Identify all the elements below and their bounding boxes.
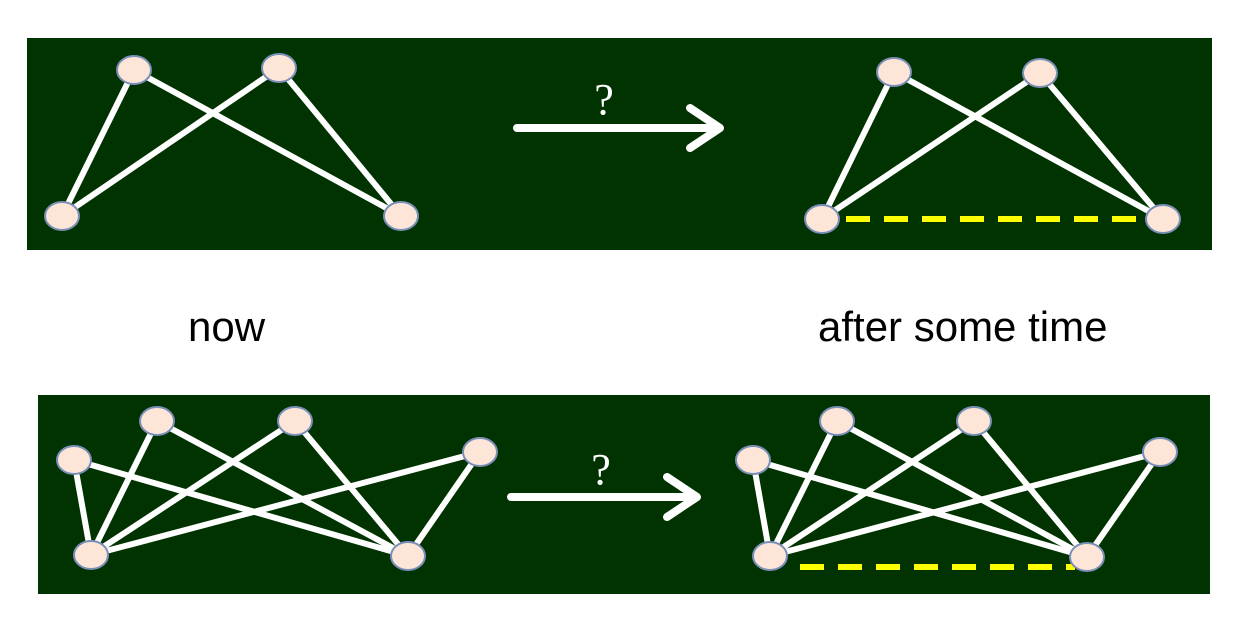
- bottom-left-node-2: [277, 406, 313, 436]
- top-left-edge-2: [131, 67, 404, 219]
- top-right-node-2: [1022, 58, 1058, 88]
- top-left-node-4: [383, 201, 419, 231]
- bottom-left-edge-7: [88, 449, 483, 558]
- bottom-right-node-4: [1142, 437, 1178, 467]
- top-left-edge-4: [276, 65, 404, 219]
- bottom-right-edge-5: [767, 418, 977, 559]
- top-network-panel: [27, 38, 1212, 250]
- caption-now: now: [188, 303, 266, 350]
- bottom-left-node-6: [390, 541, 426, 571]
- arrows-layer: ??: [507, 75, 724, 521]
- top-left-node-1: [116, 55, 152, 85]
- top-right-node-3: [804, 204, 840, 234]
- top-right-edge-4: [1037, 70, 1166, 222]
- bottom-left-node-1: [139, 406, 175, 436]
- top-right-node-1: [876, 57, 912, 87]
- bottom-right-node-1: [819, 406, 855, 436]
- bottom-left-edge-4: [154, 418, 411, 559]
- bottom-right-edge-2: [750, 457, 1090, 560]
- caption-after-some-time: after some time: [818, 303, 1108, 350]
- top-arrow-question-mark: ?: [594, 75, 614, 124]
- bottom-left-edge-8: [405, 449, 483, 559]
- bottom-left-edge-2: [71, 457, 411, 559]
- top-left-edge-3: [59, 65, 282, 219]
- bottom-left-node-3: [56, 445, 92, 475]
- bottom-right-edge-3: [767, 418, 840, 559]
- top-right-edge-1: [819, 69, 897, 222]
- top-left-node-2: [261, 53, 297, 83]
- bottom-right-node-2: [956, 406, 992, 436]
- edges-layer: [59, 65, 1166, 560]
- top-right-edge-3: [819, 70, 1043, 222]
- bottom-right-edge-7: [767, 449, 1163, 559]
- bottom-arrow-head: [663, 473, 701, 521]
- top-left-edge-1: [59, 67, 137, 219]
- bottom-right-node-6: [1069, 542, 1105, 572]
- top-arrow-head: [686, 104, 724, 152]
- top-right-edge-2: [891, 69, 1166, 222]
- bottom-right-edge-4: [834, 418, 1090, 560]
- bottom-right-node-5: [752, 541, 788, 571]
- top-right-node-4: [1145, 204, 1181, 234]
- bottom-right-edge-1: [750, 457, 773, 559]
- nodes-layer: [44, 53, 1181, 572]
- bottom-left-node-5: [73, 540, 109, 570]
- bottom-left-node-4: [462, 437, 498, 467]
- bottom-left-edge-3: [88, 418, 160, 558]
- bottom-right-node-3: [735, 445, 771, 475]
- predicted-edges-layer: [800, 216, 1146, 570]
- bottom-right-edge-8: [1084, 449, 1163, 560]
- bottom-left-edge-5: [88, 418, 298, 558]
- bottom-arrow-question-mark: ?: [591, 445, 611, 494]
- top-left-node-3: [44, 201, 80, 231]
- bottom-left-edge-1: [71, 457, 94, 558]
